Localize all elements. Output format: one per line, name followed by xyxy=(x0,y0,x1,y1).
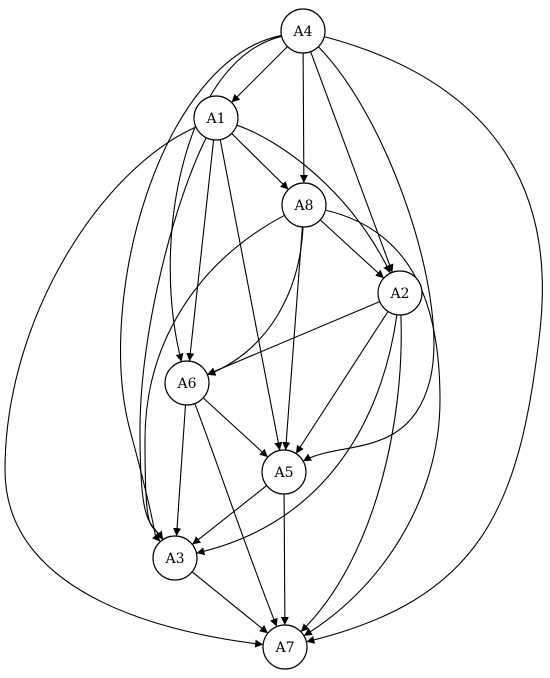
edge-a4-a1 xyxy=(231,46,288,103)
edge-a4-a7 xyxy=(306,36,543,644)
edge-a6-a7 xyxy=(194,403,278,627)
node-a3: A3 xyxy=(152,535,198,581)
node-a1: A1 xyxy=(193,95,239,141)
edge-a4-a5 xyxy=(302,46,435,462)
node-circle xyxy=(164,360,210,406)
node-a5: A5 xyxy=(261,449,307,495)
node-label: A3 xyxy=(164,551,184,567)
edge-a2-a5 xyxy=(295,311,389,454)
edge-a3-a7 xyxy=(191,571,269,634)
node-label: A7 xyxy=(274,640,294,656)
edge-a1-a2 xyxy=(236,124,391,274)
edge-a4-a8 xyxy=(299,52,308,184)
edge-a8-a6 xyxy=(207,226,304,376)
node-circle xyxy=(377,270,423,316)
edge-a1-a3 xyxy=(139,137,207,540)
node-circle xyxy=(262,624,308,670)
edge-a1-a7 xyxy=(4,126,264,648)
edge-a5-a7 xyxy=(280,493,289,626)
node-a8: A8 xyxy=(281,182,327,228)
edge-a1-a8 xyxy=(231,133,289,190)
node-a7: A7 xyxy=(262,624,308,670)
node-circle xyxy=(152,535,198,581)
node-label: A6 xyxy=(176,376,196,392)
edge-a4-a6 xyxy=(169,35,282,362)
node-a6: A6 xyxy=(164,360,210,406)
edge-a8-a7 xyxy=(303,209,441,637)
edge-a1-a5 xyxy=(219,139,283,451)
edge-a4-a3 xyxy=(120,34,282,542)
edge-a2-a7 xyxy=(300,314,402,633)
edge-a8-a5 xyxy=(282,226,303,451)
edge-a2-a3 xyxy=(196,314,398,556)
edge-a4-a2 xyxy=(310,51,394,273)
node-label: A1 xyxy=(205,111,225,127)
node-label: A8 xyxy=(293,198,313,214)
node-a4: A4 xyxy=(280,8,326,54)
node-label: A4 xyxy=(292,24,312,40)
node-a2: A2 xyxy=(377,270,423,316)
edge-a2-a6 xyxy=(207,301,380,375)
edge-a1-a6 xyxy=(186,139,215,362)
edge-layer xyxy=(4,34,543,648)
node-circle xyxy=(280,8,326,54)
node-label: A5 xyxy=(273,465,293,481)
edge-a8-a2 xyxy=(319,219,385,279)
edge-a6-a5 xyxy=(202,397,269,458)
node-label: A2 xyxy=(389,286,409,302)
edge-a8-a3 xyxy=(144,214,285,540)
node-circle xyxy=(281,182,327,228)
node-circle xyxy=(193,95,239,141)
edge-a6-a3 xyxy=(173,404,187,537)
edge-a5-a3 xyxy=(191,485,268,545)
node-circle xyxy=(261,449,307,495)
